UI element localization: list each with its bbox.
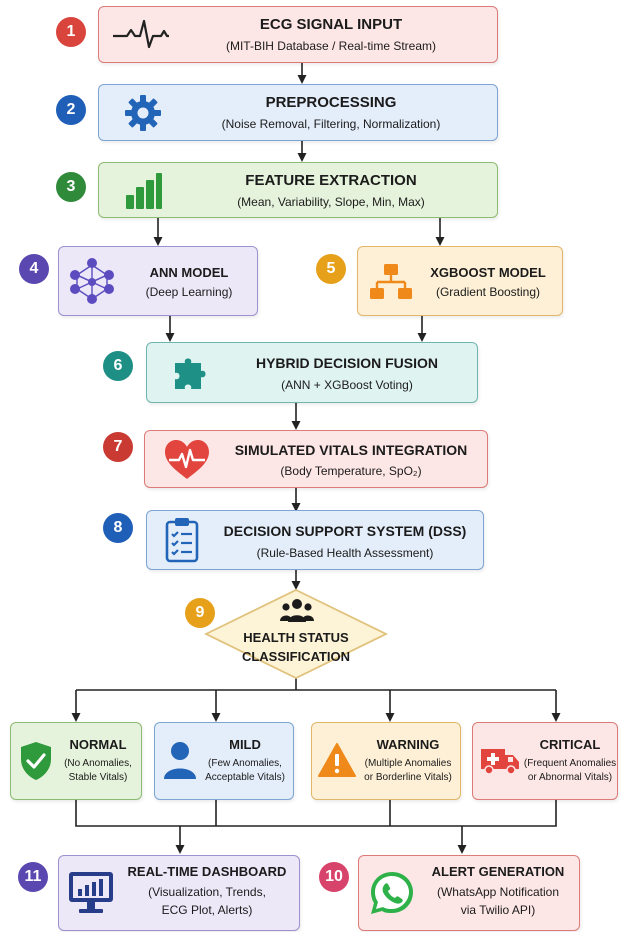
step-subtitle: (ANN + XGBoost Voting) — [281, 378, 413, 392]
step-subtitle: (MIT-BIH Database / Real-time Stream) — [225, 39, 437, 53]
step-subtitle: (Body Temperature, SpO₂) — [280, 464, 422, 478]
user-icon — [164, 742, 196, 779]
simulated-vitals-box: SIMULATED VITALS INTEGRATION (Body Tempe… — [144, 430, 488, 488]
puzzle-icon — [175, 358, 206, 389]
class-description-line2: or Abnormal Vitals) — [527, 772, 613, 783]
preprocessing-box: PREPROCESSING (Noise Removal, Filtering,… — [98, 84, 498, 141]
ecg-signal-input-box: ECG SIGNAL INPUT (MIT-BIH Database / Rea… — [98, 6, 498, 63]
step-subtitle: (Mean, Variability, Slope, Min, Max) — [237, 195, 425, 209]
step-badge-11: 11 — [18, 862, 48, 892]
step-title: REAL-TIME DASHBOARD — [127, 864, 287, 879]
class-description-line1: (No Anomalies, — [64, 758, 132, 769]
step-subtitle: (Gradient Boosting) — [435, 285, 541, 299]
step-badge-4: 4 — [19, 254, 49, 284]
step-badge-8: 8 — [103, 513, 133, 543]
diamond-title-line2: CLASSIFICATION — [241, 649, 351, 664]
step-subtitle-line2: ECG Plot, Alerts) — [161, 903, 253, 917]
class-description: (Few Anomalies, Acceptable Vitals) — [199, 757, 291, 785]
class-normal-box: NORMAL (No Anomalies, Stable Vitals) — [10, 722, 142, 800]
class-title: WARNING — [376, 737, 440, 752]
step-subtitle-line1: (WhatsApp Notification — [436, 885, 560, 899]
real-time-dashboard-box: REAL-TIME DASHBOARD (Visualization, Tren… — [58, 855, 300, 931]
gear-icon — [125, 95, 161, 131]
whatsapp-icon — [371, 872, 413, 914]
step-badge-2: 2 — [56, 95, 86, 125]
class-title: CRITICAL — [539, 737, 601, 752]
people-group-icon — [280, 599, 314, 622]
class-description-line2: Stable Vitals) — [68, 772, 128, 783]
step-subtitle: (WhatsApp Notification via Twilio API) — [421, 883, 575, 919]
decision-support-system-box: DECISION SUPPORT SYSTEM (DSS) (Rule-Base… — [146, 510, 484, 570]
health-status-diamond — [204, 588, 388, 680]
class-description-line2: or Borderline Vitals) — [364, 772, 452, 783]
monitor-chart-icon — [69, 872, 113, 913]
step-badge-9: 9 — [185, 598, 215, 628]
step-badge-6: 6 — [103, 351, 133, 381]
class-description-line1: (Multiple Anomalies — [364, 758, 452, 769]
step-subtitle: (Rule-Based Health Assessment) — [256, 546, 434, 560]
step-title: XGBOOST MODEL — [430, 265, 546, 280]
class-description: (Frequent Anomalies or Abnormal Vitals) — [521, 757, 619, 785]
step-badge-10: 10 — [319, 862, 349, 892]
class-title: MILD — [229, 737, 261, 752]
step-title: ECG SIGNAL INPUT — [259, 16, 403, 33]
heart-pulse-icon — [165, 440, 209, 479]
step-badge-5: 5 — [316, 254, 346, 284]
class-critical-box: CRITICAL (Frequent Anomalies or Abnormal… — [472, 722, 618, 800]
neural-network-icon — [70, 258, 114, 304]
step-title: HYBRID DECISION FUSION — [255, 355, 438, 371]
class-description: (Multiple Anomalies or Borderline Vitals… — [358, 757, 458, 785]
step-badge-7: 7 — [103, 432, 133, 462]
diamond-title-line1: HEALTH STATUS — [243, 630, 349, 645]
step-subtitle: (Visualization, Trends, ECG Plot, Alerts… — [121, 883, 293, 919]
class-description: (No Anomalies, Stable Vitals) — [57, 757, 139, 785]
class-description-line2: Acceptable Vitals) — [205, 772, 285, 783]
bar-chart-icon — [126, 173, 162, 209]
step-title: DECISION SUPPORT SYSTEM (DSS) — [223, 523, 467, 539]
hybrid-decision-fusion-box: HYBRID DECISION FUSION (ANN + XGBoost Vo… — [146, 342, 478, 403]
step-badge-1: 1 — [56, 17, 86, 47]
class-title: NORMAL — [69, 737, 127, 752]
step-subtitle: (Noise Removal, Filtering, Normalization… — [221, 117, 441, 131]
class-warning-box: WARNING (Multiple Anomalies or Borderlin… — [311, 722, 461, 800]
step-title: PREPROCESSING — [265, 94, 397, 111]
xgboost-model-box: XGBOOST MODEL (Gradient Boosting) — [357, 246, 563, 316]
warning-triangle-icon — [318, 743, 356, 777]
class-description-line1: (Frequent Anomalies — [523, 758, 617, 769]
feature-extraction-box: FEATURE EXTRACTION (Mean, Variability, S… — [98, 162, 498, 218]
flowchart-icon — [370, 264, 412, 299]
shield-check-icon — [21, 742, 51, 780]
ann-model-box: ANN MODEL (Deep Learning) — [58, 246, 258, 316]
class-mild-box: MILD (Few Anomalies, Acceptable Vitals) — [154, 722, 294, 800]
clipboard-checklist-icon — [165, 518, 199, 563]
step-badge-3: 3 — [56, 172, 86, 202]
ambulance-icon — [481, 749, 519, 775]
alert-generation-box: ALERT GENERATION (WhatsApp Notification … — [358, 855, 580, 931]
step-subtitle-line2: via Twilio API) — [460, 903, 536, 917]
class-description-line1: (Few Anomalies, — [208, 758, 282, 769]
ecg-waveform-icon — [113, 19, 169, 49]
step-title: SIMULATED VITALS INTEGRATION — [234, 442, 468, 458]
step-title: ANN MODEL — [149, 265, 229, 280]
step-subtitle-line1: (Visualization, Trends, — [148, 885, 266, 899]
step-title: FEATURE EXTRACTION — [245, 172, 417, 189]
step-title: ALERT GENERATION — [431, 864, 565, 879]
step-subtitle: (Deep Learning) — [145, 285, 233, 299]
